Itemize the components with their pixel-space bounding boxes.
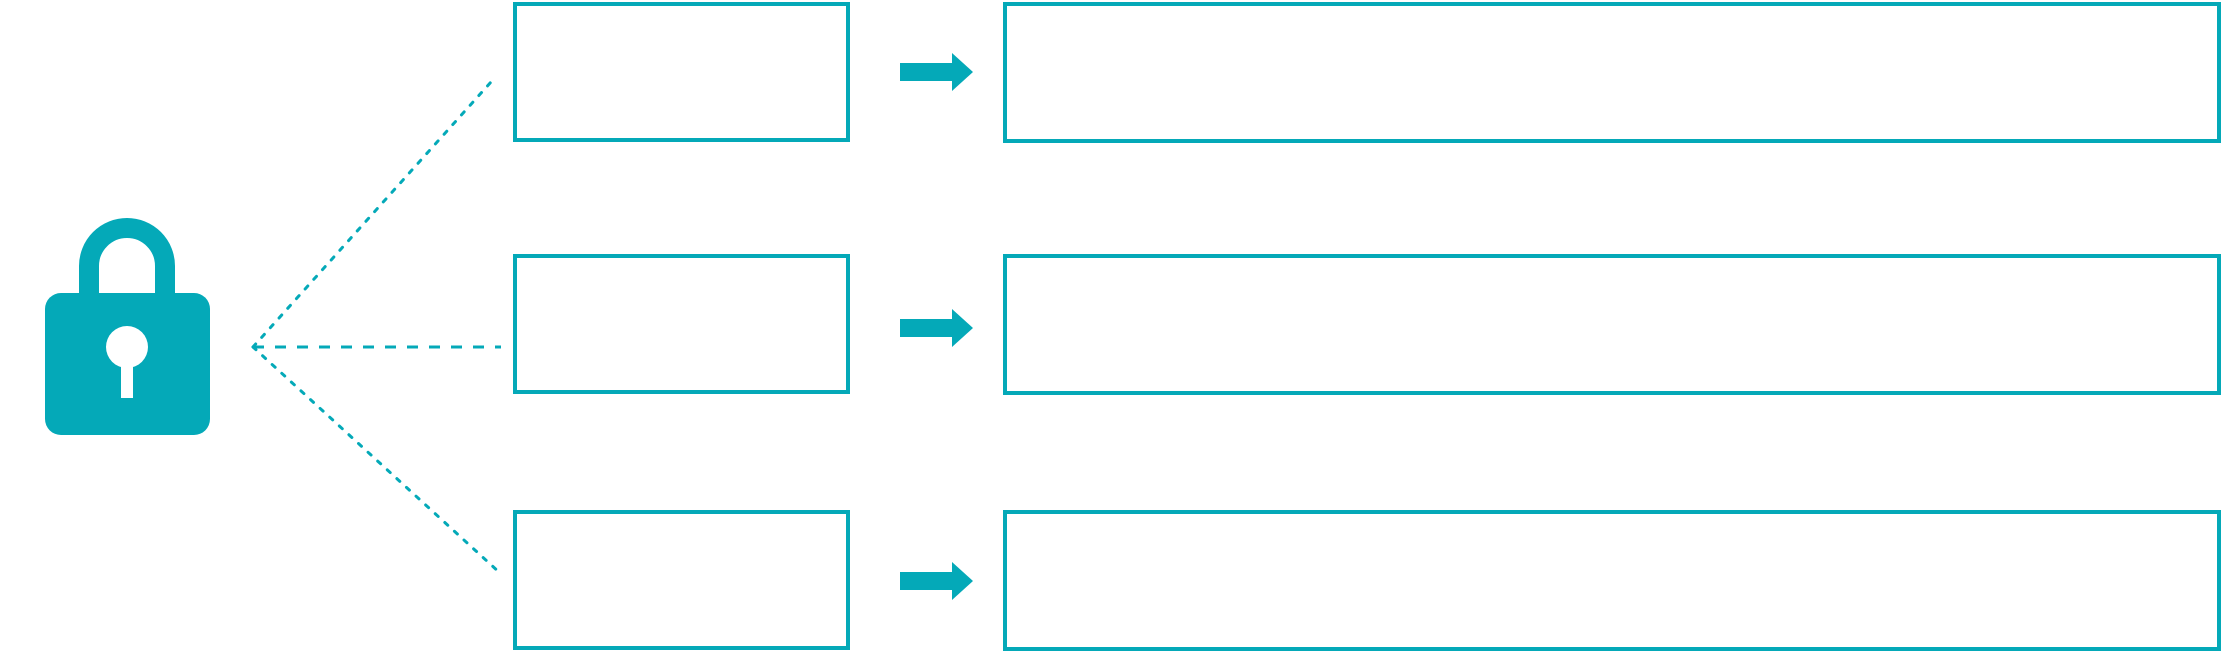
padlock-keyhole-stem xyxy=(121,345,133,398)
padlock-shackle xyxy=(79,218,175,300)
small-box-2 xyxy=(513,254,850,394)
arrow-right-icon xyxy=(900,53,973,91)
small-box-3 xyxy=(513,510,850,650)
arrow-right-icon xyxy=(900,309,973,347)
large-box-2 xyxy=(1003,254,2221,395)
large-box-3 xyxy=(1003,510,2221,651)
connector-line-bottom xyxy=(251,345,502,575)
large-box-1 xyxy=(1003,2,2221,143)
padlock-icon xyxy=(45,218,210,435)
arrow-right-icon xyxy=(900,562,973,600)
connector-line-top xyxy=(251,80,493,349)
small-box-1 xyxy=(513,2,850,142)
